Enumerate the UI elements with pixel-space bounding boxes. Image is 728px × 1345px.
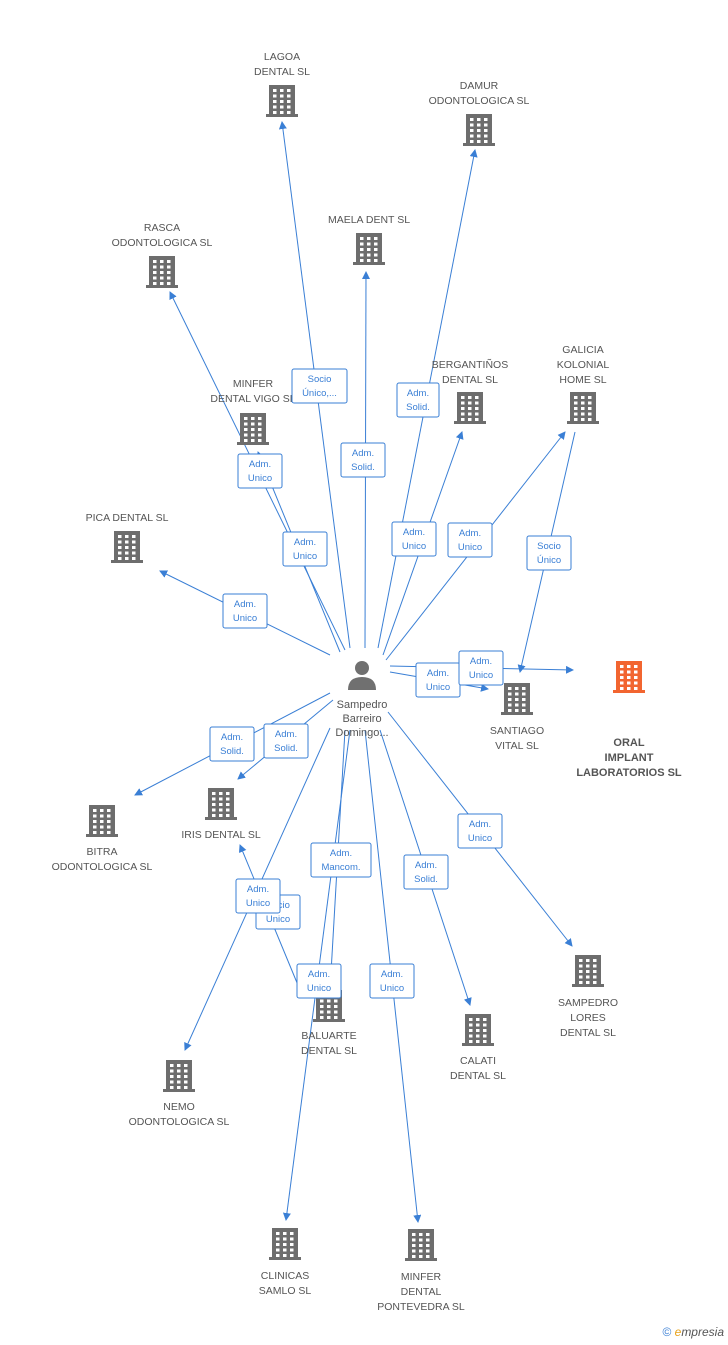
building-icon[interactable] bbox=[86, 805, 118, 837]
svg-text:Adm.Unico: Adm.Unico bbox=[458, 528, 482, 553]
svg-text:Adm.Solid.: Adm.Solid. bbox=[406, 388, 430, 413]
building-icon[interactable] bbox=[269, 1228, 301, 1260]
role-label-nemo[interactable]: Adm.Unico bbox=[235, 878, 281, 914]
svg-text:Adm.Solid.: Adm.Solid. bbox=[414, 860, 438, 885]
svg-text:Adm.Unico: Adm.Unico bbox=[426, 668, 450, 693]
building-icon[interactable] bbox=[111, 531, 143, 563]
role-label-iris[interactable]: Adm.Solid. bbox=[263, 723, 309, 759]
role-label-clinicas[interactable]: Adm.Unico bbox=[296, 963, 342, 999]
building-icon[interactable] bbox=[405, 1229, 437, 1261]
copyright-icon: © bbox=[662, 1325, 672, 1339]
role-label-bergantinos[interactable]: Adm.Unico bbox=[391, 521, 437, 557]
svg-text:Adm.Unico: Adm.Unico bbox=[402, 527, 426, 552]
building-icon[interactable] bbox=[613, 661, 645, 693]
building-icon[interactable] bbox=[353, 233, 385, 265]
node-label-maela[interactable]: MAELA DENT SL bbox=[328, 214, 410, 226]
svg-text:Adm.Solid.: Adm.Solid. bbox=[220, 732, 244, 757]
svg-text:Adm.Mancom.: Adm.Mancom. bbox=[321, 848, 360, 873]
svg-text:Adm.Unico: Adm.Unico bbox=[468, 819, 492, 844]
svg-text:Adm.Unico: Adm.Unico bbox=[307, 969, 331, 994]
person-icon[interactable] bbox=[348, 661, 376, 690]
building-icon[interactable] bbox=[163, 1060, 195, 1092]
svg-text:Adm.Unico: Adm.Unico bbox=[233, 599, 257, 624]
svg-text:Adm.Unico: Adm.Unico bbox=[469, 656, 493, 681]
building-icon[interactable] bbox=[237, 413, 269, 445]
role-label-oral[interactable]: Adm.Unico bbox=[458, 650, 504, 686]
footer: © empresia bbox=[662, 1325, 724, 1339]
building-icon[interactable] bbox=[572, 955, 604, 987]
svg-text:Adm.Unico: Adm.Unico bbox=[246, 884, 270, 909]
building-icon[interactable] bbox=[462, 1014, 494, 1046]
svg-text:Adm.Unico: Adm.Unico bbox=[293, 537, 317, 562]
building-icon[interactable] bbox=[266, 85, 298, 117]
role-label-santiago[interactable]: Adm.Unico bbox=[415, 662, 461, 698]
node-label-iris[interactable]: IRIS DENTAL SL bbox=[181, 829, 261, 841]
building-icon[interactable] bbox=[454, 392, 486, 424]
role-label-minfer-vigo[interactable]: Adm.Unico bbox=[282, 531, 328, 567]
role-label-minfer-pont[interactable]: Adm.Unico bbox=[369, 963, 415, 999]
building-icon[interactable] bbox=[567, 392, 599, 424]
role-label-sampedro-lores[interactable]: Adm.Unico bbox=[457, 813, 503, 849]
node-label-pica[interactable]: PICA DENTAL SL bbox=[86, 512, 169, 524]
building-icon[interactable] bbox=[205, 788, 237, 820]
edges bbox=[134, 121, 576, 1223]
role-label-bitra[interactable]: Adm.Solid. bbox=[209, 726, 255, 762]
role-label-galicia[interactable]: Adm.Unico bbox=[447, 522, 493, 558]
brand-logo-initial[interactable]: e bbox=[674, 1325, 682, 1339]
role-label-rasca[interactable]: Adm.Unico bbox=[237, 453, 283, 489]
svg-text:Adm.Unico: Adm.Unico bbox=[248, 459, 272, 484]
svg-text:Adm.Solid.: Adm.Solid. bbox=[351, 448, 375, 473]
building-icon[interactable] bbox=[463, 114, 495, 146]
role-label-damur[interactable]: Adm.Solid. bbox=[396, 382, 440, 418]
role-label-mancom[interactable]: Adm.Mancom. bbox=[310, 842, 372, 878]
svg-text:Adm.Unico: Adm.Unico bbox=[380, 969, 404, 994]
building-icon[interactable] bbox=[146, 256, 178, 288]
role-label-pica[interactable]: Adm.Unico bbox=[222, 593, 268, 629]
building-icon[interactable] bbox=[501, 683, 533, 715]
role-label-calati[interactable]: Adm.Solid. bbox=[403, 854, 449, 890]
role-label-maela[interactable]: Adm.Solid. bbox=[340, 442, 386, 478]
svg-text:Adm.Solid.: Adm.Solid. bbox=[274, 729, 298, 754]
brand-logo-text[interactable]: mpresia bbox=[681, 1325, 724, 1339]
